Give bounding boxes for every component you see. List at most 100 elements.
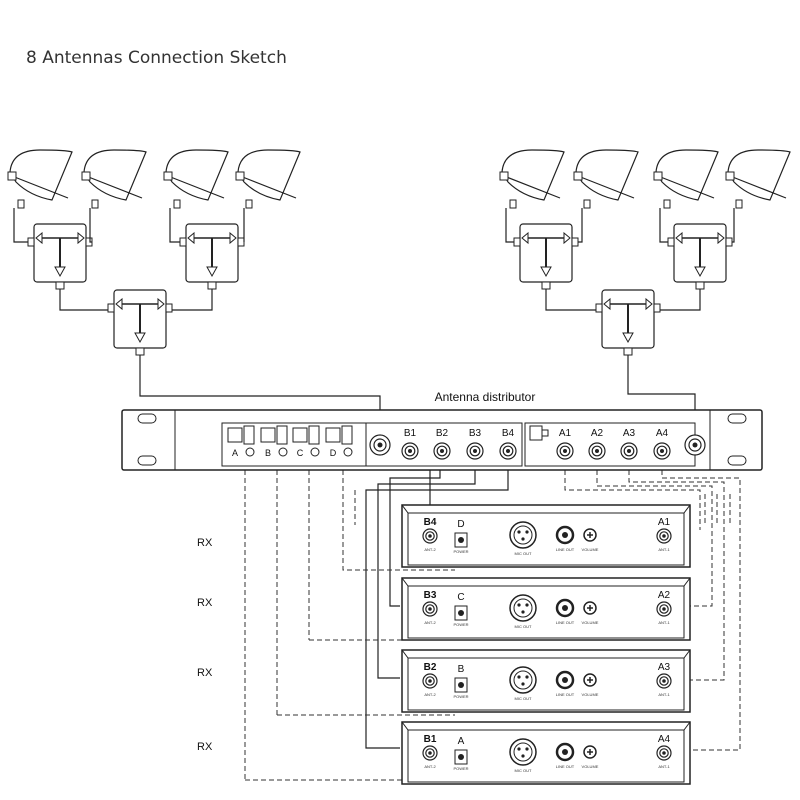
antenna-splitter [595,289,661,356]
volume-label: VOLUME [582,620,599,625]
antenna-splitter [179,223,245,290]
ant2-label: ANT-2 [424,620,436,625]
port-label: B3 [469,428,482,439]
power-switch-c[interactable]: C [292,425,320,458]
receiver-port-label: A1 [658,517,671,528]
power-switch-label: A [232,448,238,458]
antenna-splitter [27,223,93,290]
receiver-line-out-jack[interactable]: LINE OUT [555,598,575,625]
receiver-volume-knob[interactable]: VOLUME [582,601,599,625]
receiver-power-jack[interactable]: A POWER [453,736,468,771]
power-label: POWER [453,766,468,771]
distributor-antenna-in-port[interactable] [684,434,706,456]
antenna-splitter [513,223,579,290]
receiver-line-out-jack[interactable]: LINE OUT [555,742,575,769]
antenna-group [7,149,791,209]
receiver-port-label: A4 [658,734,671,745]
distributor-port-b3[interactable]: B3 [466,428,484,460]
distributor-connector [529,425,549,441]
distributor-port-a4[interactable]: A4 [653,428,671,460]
mic-out-label: MIC OUT [515,551,532,556]
receiver-channel-label: B [458,664,465,675]
distributor-port-b4[interactable]: B4 [499,428,517,460]
rx-label: RX [197,667,213,679]
receiver-port-label: B3 [424,590,437,601]
distributor-port-a3[interactable]: A3 [620,428,638,460]
rx-label: RX [197,537,213,549]
cable-group [13,208,741,781]
port-label: A2 [591,428,604,439]
distributor-port-b1[interactable]: B1 [401,428,419,460]
antenna-icon [653,149,719,209]
receiver-volume-knob[interactable]: VOLUME [582,528,599,552]
power-switch-b[interactable]: B [260,425,288,458]
receiver-port-label: B4 [424,517,437,528]
receiver-channel-label: A [458,736,465,747]
power-label: POWER [453,694,468,699]
antenna-icon [573,149,639,209]
receiver-mic-out-xlr[interactable]: MIC OUT [509,738,537,773]
line-out-label: LINE OUT [556,620,575,625]
line-out-label: LINE OUT [556,692,575,697]
distributor-port-a2[interactable]: A2 [588,428,606,460]
ant2-label: ANT-2 [424,764,436,769]
receiver-mic-out-xlr[interactable]: MIC OUT [509,666,537,701]
receiver-port-label: B2 [424,662,437,673]
port-label: A3 [623,428,636,439]
port-label: B4 [502,428,515,439]
rx-label: RX [197,741,213,753]
receiver-mic-out-xlr[interactable]: MIC OUT [509,594,537,629]
port-label: B1 [404,428,417,439]
power-switch-a[interactable]: A [227,425,255,458]
mic-out-label: MIC OUT [515,624,532,629]
receiver-volume-knob[interactable]: VOLUME [582,673,599,697]
power-switch-label: C [297,448,304,458]
receiver-channel-label: C [457,592,464,603]
power-switch-d[interactable]: D [325,425,353,458]
port-label: A4 [656,428,669,439]
volume-label: VOLUME [582,692,599,697]
splitter-group [27,223,733,356]
antenna-icon [725,149,791,209]
ant2-label: ANT-2 [424,692,436,697]
antenna-icon [81,149,147,209]
receiver-volume-knob[interactable]: VOLUME [582,745,599,769]
port-label: B2 [436,428,449,439]
antenna-splitter [107,289,173,356]
distributor-port-a1[interactable]: A1 [556,428,574,460]
line-out-label: LINE OUT [556,764,575,769]
volume-label: VOLUME [582,547,599,552]
volume-label: VOLUME [582,764,599,769]
receiver-line-out-jack[interactable]: LINE OUT [555,670,575,697]
receiver-port-label: A2 [658,590,671,601]
distributor-label: Antenna distributor [435,390,536,404]
rx-label: RX [197,597,213,609]
ant2-label: ANT-2 [424,547,436,552]
rack-ear-hole [727,413,747,424]
receiver-power-jack[interactable]: B POWER [453,664,468,699]
ant1-label: ANT-1 [658,764,670,769]
antenna-icon [163,149,229,209]
antenna-icon [235,149,301,209]
antenna-icon [499,149,565,209]
distributor-antenna-in-port[interactable] [369,434,391,456]
distributor-port-b2[interactable]: B2 [433,428,451,460]
receiver-mic-out-xlr[interactable]: MIC OUT [509,521,537,556]
receiver-line-out-jack[interactable]: LINE OUT [555,525,575,552]
mic-out-label: MIC OUT [515,768,532,773]
